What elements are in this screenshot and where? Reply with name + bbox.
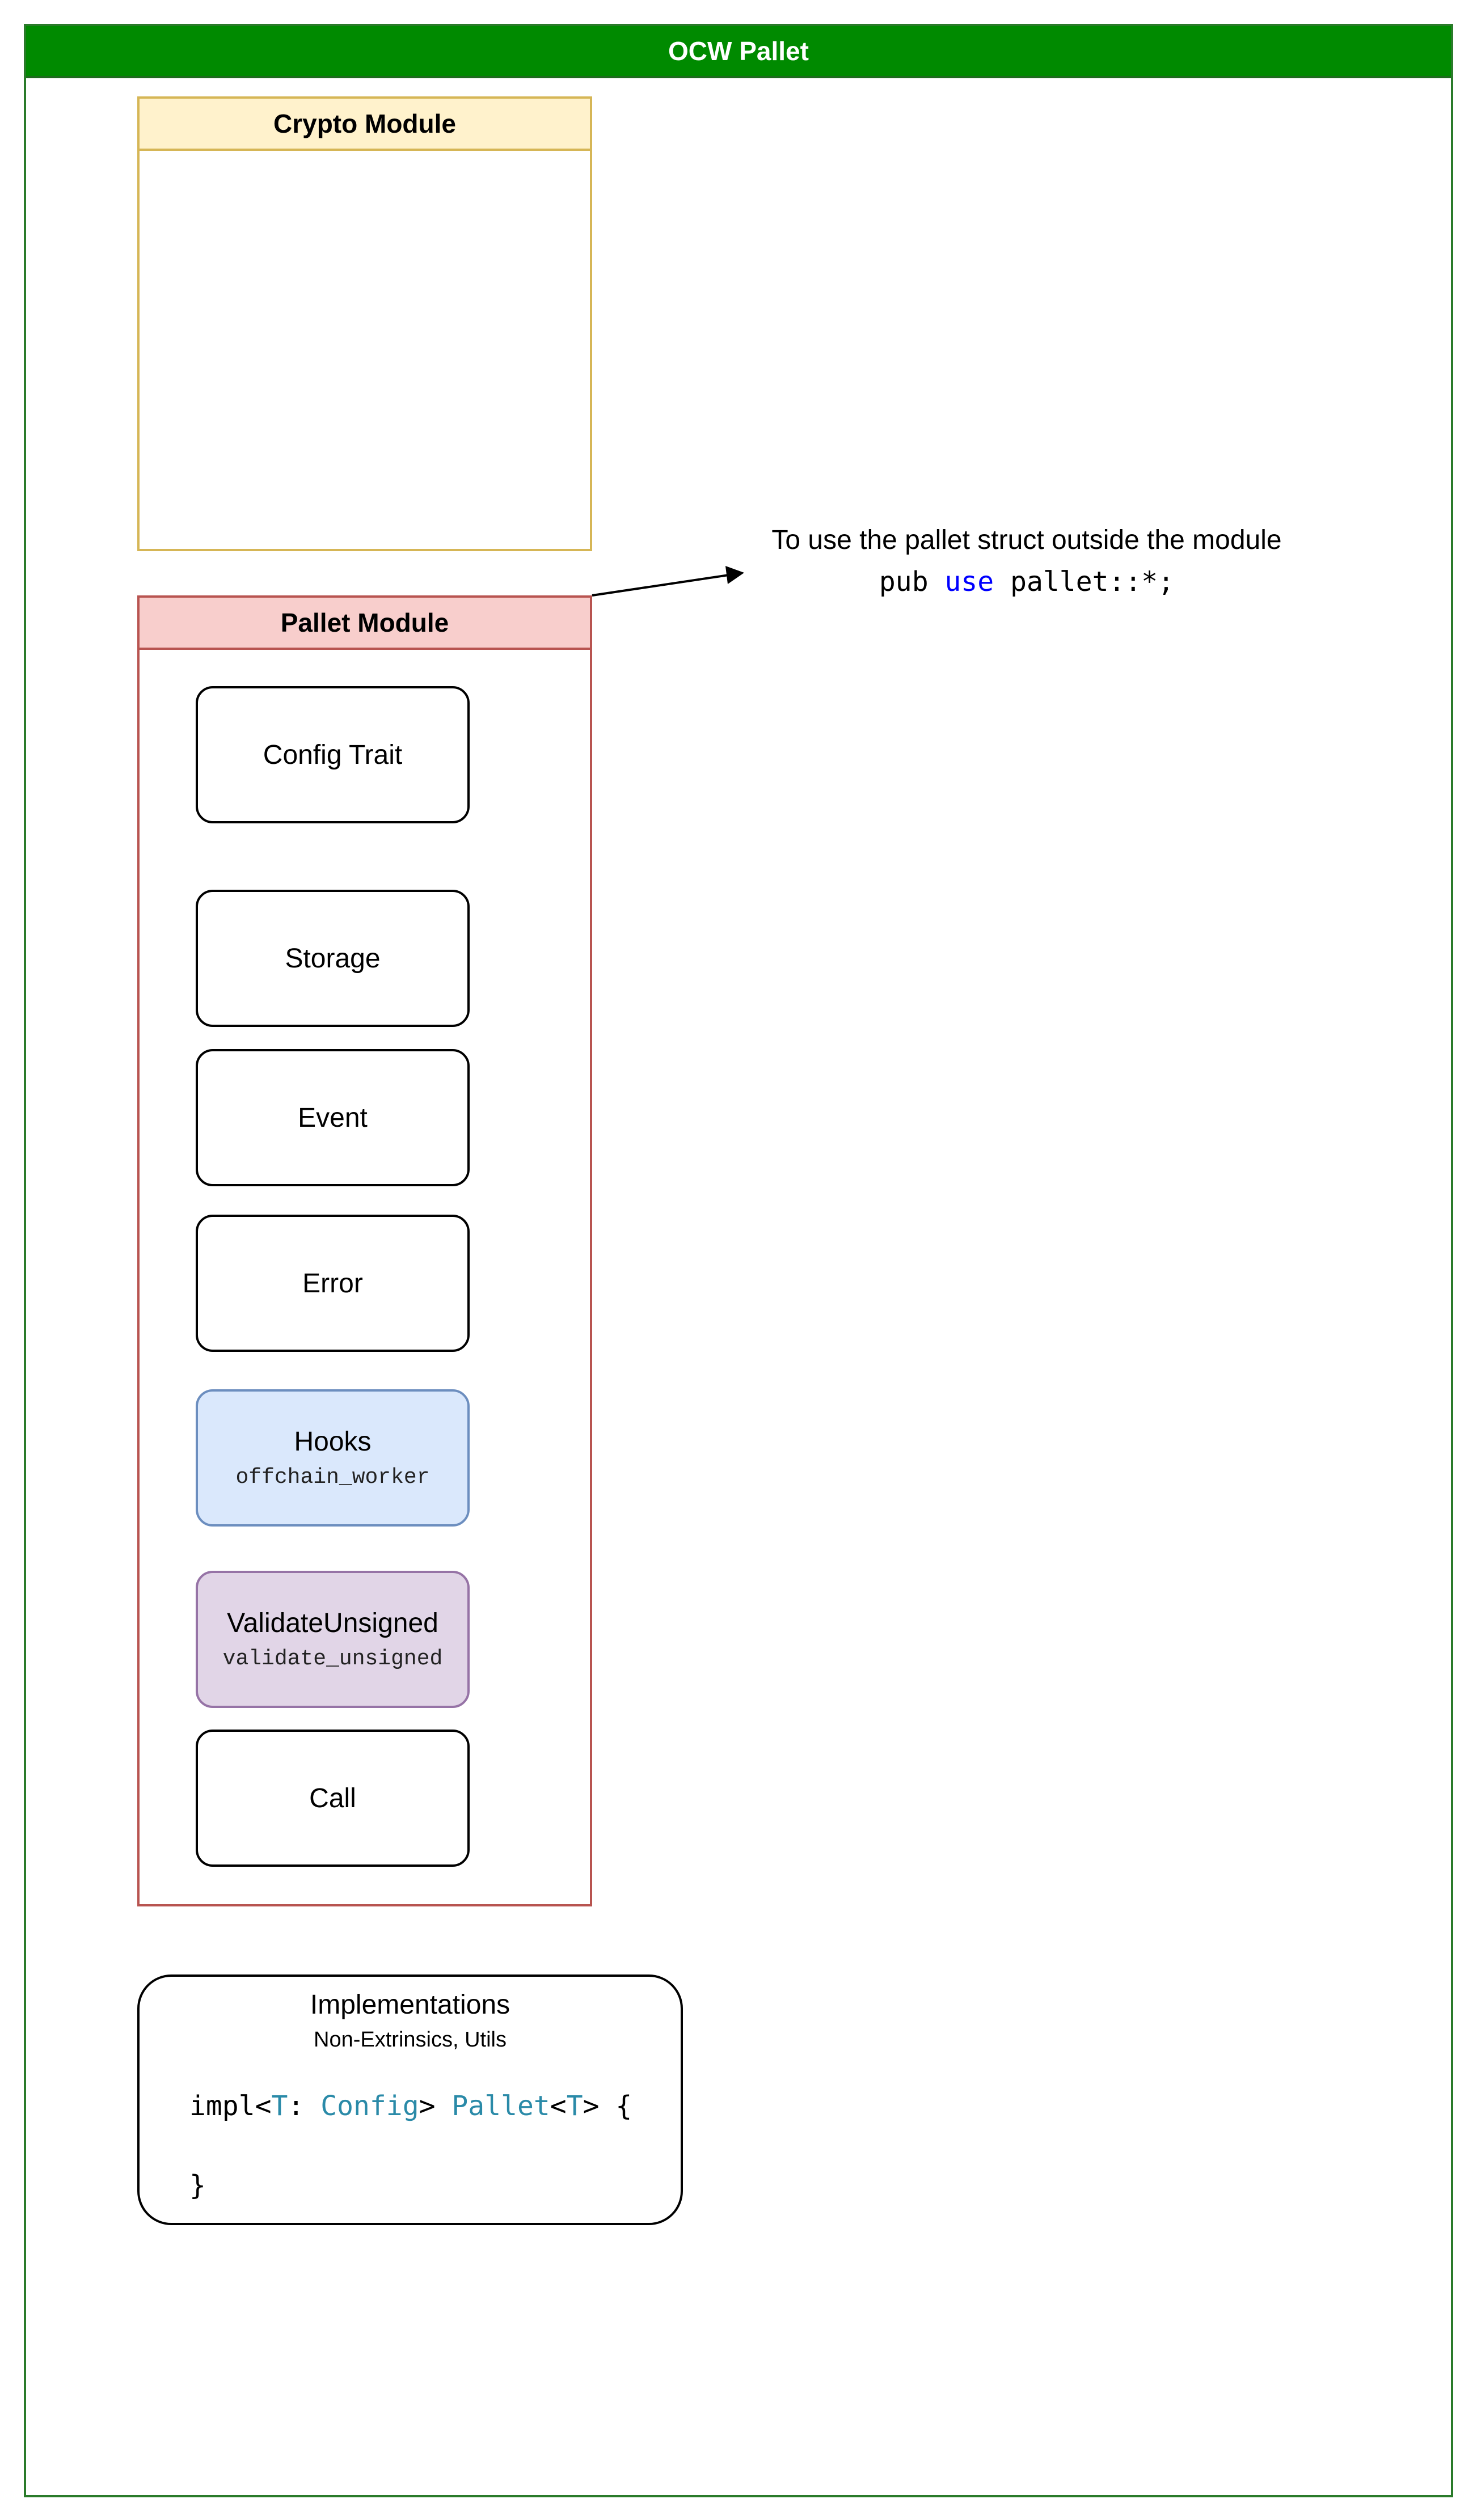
storage-label: Storage (285, 943, 381, 974)
code-colon: : (288, 2090, 321, 2122)
code-use-keyword: use (944, 566, 994, 598)
call-label: Call (309, 1783, 356, 1813)
code-pub-keyword: pub (879, 566, 945, 598)
hooks-code: offchain_worker (235, 1465, 430, 1490)
validate-unsigned-label: ValidateUnsigned (227, 1608, 438, 1638)
code-path: pallet::*; (994, 566, 1175, 598)
ocw-pallet-title: OCW Pallet (26, 26, 1451, 78)
error-box: Error (196, 1215, 470, 1352)
impl-code-line-2: } (189, 2170, 206, 2201)
code-type-param: T (271, 2090, 288, 2122)
pallet-module: Pallet Module (137, 595, 592, 1906)
code-angle-open: < (255, 2090, 272, 2122)
call-box: Call (196, 1730, 470, 1867)
code-type-param-2: T (566, 2090, 583, 2122)
code-impl-keyword: impl (189, 2090, 255, 2122)
code-angle-close-brace: > { (583, 2090, 632, 2122)
annotation-text: To use the pallet struct outside the mod… (771, 525, 1282, 555)
error-label: Error (302, 1268, 363, 1299)
hooks-label: Hooks (294, 1427, 372, 1457)
event-label: Event (298, 1102, 368, 1133)
implementations-subtitle: Non-Extrinsics, Utils (314, 2028, 507, 2052)
implementations-title: Implementations (310, 1990, 510, 2020)
code-config-type: Config (320, 2090, 419, 2122)
config-trait-label: Config Trait (263, 739, 403, 770)
annotation-code: pub use pallet::*; (760, 566, 1293, 598)
impl-code-line-1: impl<T: Config> Pallet<T> { (189, 2090, 632, 2122)
code-angle-open-2: < (550, 2090, 567, 2122)
validate-unsigned-code: validate_unsigned (222, 1647, 443, 1671)
ocw-pallet-container: OCW Pallet (24, 24, 1453, 2497)
implementations-box: Implementations Non-Extrinsics, Utils im… (137, 1974, 683, 2225)
config-trait-box: Config Trait (196, 686, 470, 823)
crypto-module: Crypto Module (137, 96, 592, 551)
event-box: Event (196, 1049, 470, 1186)
pallet-module-title: Pallet Module (140, 598, 590, 650)
validate-unsigned-box: ValidateUnsigned validate_unsigned (196, 1571, 470, 1708)
code-pallet-type: Pallet (451, 2090, 550, 2122)
hooks-box: Hooks offchain_worker (196, 1389, 470, 1527)
storage-box: Storage (196, 890, 470, 1027)
code-angle-close: > (419, 2090, 452, 2122)
crypto-module-title: Crypto Module (140, 99, 590, 151)
